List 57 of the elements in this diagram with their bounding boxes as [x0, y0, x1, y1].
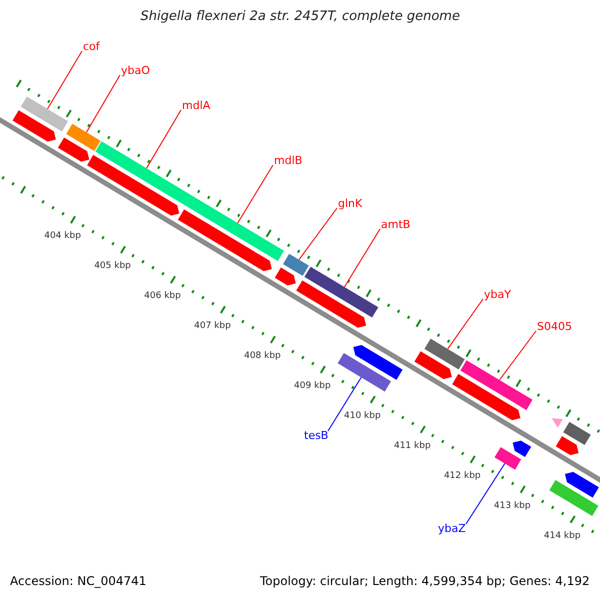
leader-line — [344, 228, 380, 288]
title: Shigella flexneri 2a str. 2457T, complete genome — [140, 10, 460, 24]
gene-label: ybaY — [484, 289, 511, 302]
gene-feature — [556, 436, 579, 456]
gene-bar — [549, 480, 598, 516]
gene-label: tesB — [304, 430, 328, 442]
gene-bar — [338, 353, 391, 392]
scale-label: 409 kbp — [294, 382, 331, 392]
gene-feature — [87, 154, 180, 216]
gene-feature — [564, 472, 599, 498]
gene-feature — [178, 209, 272, 272]
gene-bar — [95, 141, 192, 206]
scale-label: 410 kbp — [344, 412, 381, 422]
gene-bar — [283, 254, 309, 276]
gene-label: cof — [83, 41, 100, 54]
scale-label: 407 kbp — [194, 322, 231, 332]
gene-feature — [452, 374, 520, 420]
gene-feature — [12, 110, 56, 142]
gene-marker — [552, 418, 563, 428]
leader-line — [146, 110, 182, 169]
footer-text: Accession: NC_004741 — [10, 575, 146, 588]
gene-bar — [185, 195, 284, 261]
gene-bar — [563, 422, 591, 445]
gene-label: mdlB — [274, 155, 302, 168]
scale-label: 404 kbp — [44, 232, 81, 242]
gene-label: mdlA — [182, 100, 210, 112]
gene-feature — [512, 440, 532, 457]
scale-label: 414 kbp — [544, 532, 581, 542]
scale-label: 406 kbp — [144, 292, 181, 302]
leader-line — [298, 208, 338, 260]
leader-line — [237, 164, 274, 224]
scale-label: 413 kbp — [494, 502, 531, 512]
gene-label: ybaO — [121, 65, 150, 78]
gene-bar — [424, 338, 465, 370]
leader-line — [447, 298, 484, 350]
footer-text: Topology: circular; Length: 4,599,354 bp; Genes: 4,192 — [260, 575, 590, 588]
gene-bar — [494, 447, 522, 470]
scale-label: 411 kbp — [394, 442, 431, 452]
gene-feature — [296, 280, 366, 328]
gene-bar — [20, 96, 68, 132]
gene-label: S0405 — [537, 321, 572, 334]
leader-line — [328, 376, 362, 432]
gene-feature — [274, 268, 296, 286]
gene-feature — [58, 138, 90, 162]
gene-label: amtB — [381, 219, 410, 232]
gene-label: ybaZ — [438, 523, 466, 536]
gene-feature — [353, 345, 403, 380]
scale-label: 405 kbp — [94, 262, 131, 272]
gene-bar — [304, 266, 378, 318]
gene-feature — [414, 351, 452, 380]
leader-line — [499, 330, 536, 380]
gene-bar — [66, 124, 101, 151]
gene-label: glnK — [338, 198, 362, 210]
scale-label: 412 kbp — [444, 472, 481, 482]
gene-bar — [460, 360, 532, 410]
scale-label: 408 kbp — [244, 352, 281, 362]
leader-line — [86, 74, 120, 133]
